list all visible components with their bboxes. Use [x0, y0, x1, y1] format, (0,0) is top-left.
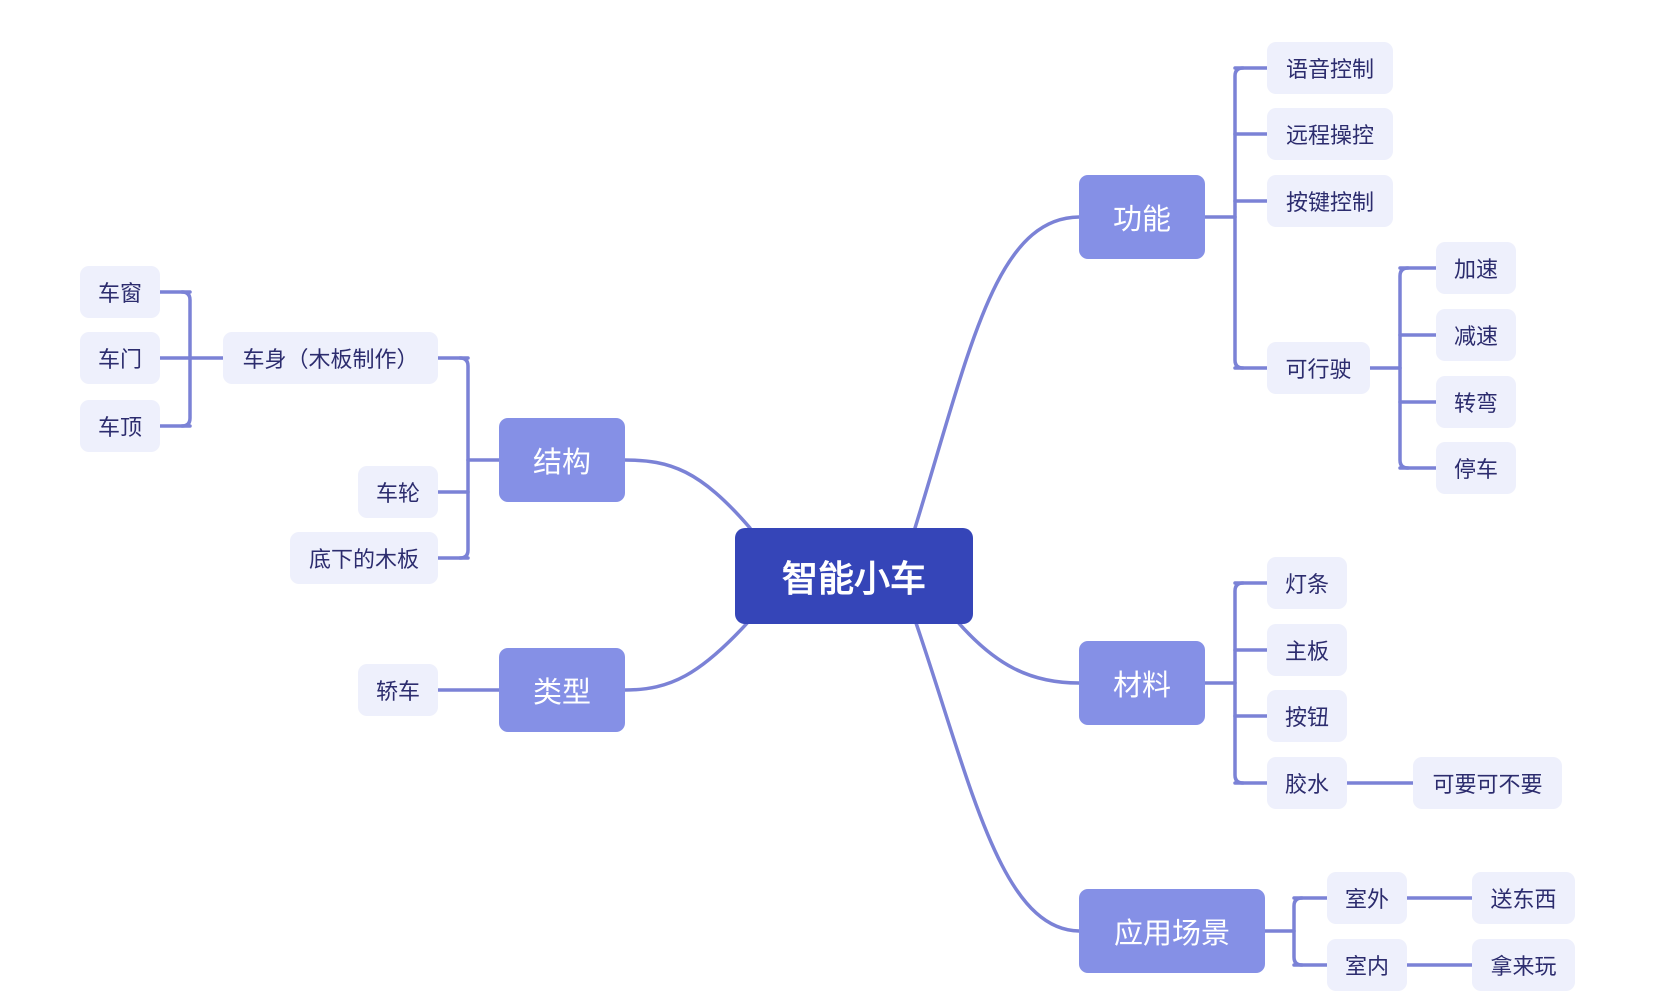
topic-turn[interactable]: 转弯: [1436, 376, 1516, 428]
topic-optional[interactable]: 可要可不要: [1413, 757, 1562, 809]
topic-accelerate[interactable]: 加速: [1436, 242, 1516, 294]
link-root-structure: [623, 458, 752, 530]
link-scenarios-spine: [1292, 896, 1304, 967]
topic-light-strip[interactable]: 灯条: [1267, 557, 1347, 609]
link-root-type: [623, 618, 752, 692]
topic-bottom-board[interactable]: 底下的木板: [290, 532, 438, 584]
topic-wheels[interactable]: 车轮: [358, 466, 438, 518]
link-structure-spine: [458, 356, 470, 560]
topic-outdoor[interactable]: 室外: [1327, 872, 1407, 924]
topic-voice-control[interactable]: 语音控制: [1267, 42, 1393, 94]
topic-deliver[interactable]: 送东西: [1472, 872, 1575, 924]
topic-car-body[interactable]: 车身（木板制作）: [223, 332, 438, 384]
branch-type[interactable]: 类型: [499, 648, 625, 732]
branch-structure[interactable]: 结构: [499, 418, 625, 502]
link-root-function: [913, 215, 1081, 530]
topic-key-control[interactable]: 按键控制: [1267, 175, 1393, 227]
link-materials-spine: [1233, 581, 1245, 785]
topic-door[interactable]: 车门: [80, 332, 160, 384]
topic-window[interactable]: 车窗: [80, 266, 160, 318]
link-root-materials: [954, 618, 1081, 685]
topic-mainboard[interactable]: 主板: [1267, 624, 1347, 676]
topic-play[interactable]: 拿来玩: [1472, 939, 1575, 991]
link-drivable-spine: [1398, 266, 1410, 470]
topic-decelerate[interactable]: 减速: [1436, 309, 1516, 361]
link-function-spine: [1233, 66, 1245, 370]
branch-function[interactable]: 功能: [1079, 175, 1205, 259]
root-topic[interactable]: 智能小车: [735, 528, 973, 624]
topic-sedan[interactable]: 轿车: [358, 664, 438, 716]
topic-button[interactable]: 按钮: [1267, 690, 1347, 742]
branch-scenarios[interactable]: 应用场景: [1079, 889, 1265, 973]
topic-drivable[interactable]: 可行驶: [1267, 342, 1370, 394]
branch-materials[interactable]: 材料: [1079, 641, 1205, 725]
topic-stop[interactable]: 停车: [1436, 442, 1516, 494]
topic-glue[interactable]: 胶水: [1267, 757, 1347, 809]
topic-remote-control[interactable]: 远程操控: [1267, 108, 1393, 160]
topic-indoor[interactable]: 室内: [1327, 939, 1407, 991]
topic-roof[interactable]: 车顶: [80, 400, 160, 452]
link-root-scenarios: [913, 618, 1081, 933]
